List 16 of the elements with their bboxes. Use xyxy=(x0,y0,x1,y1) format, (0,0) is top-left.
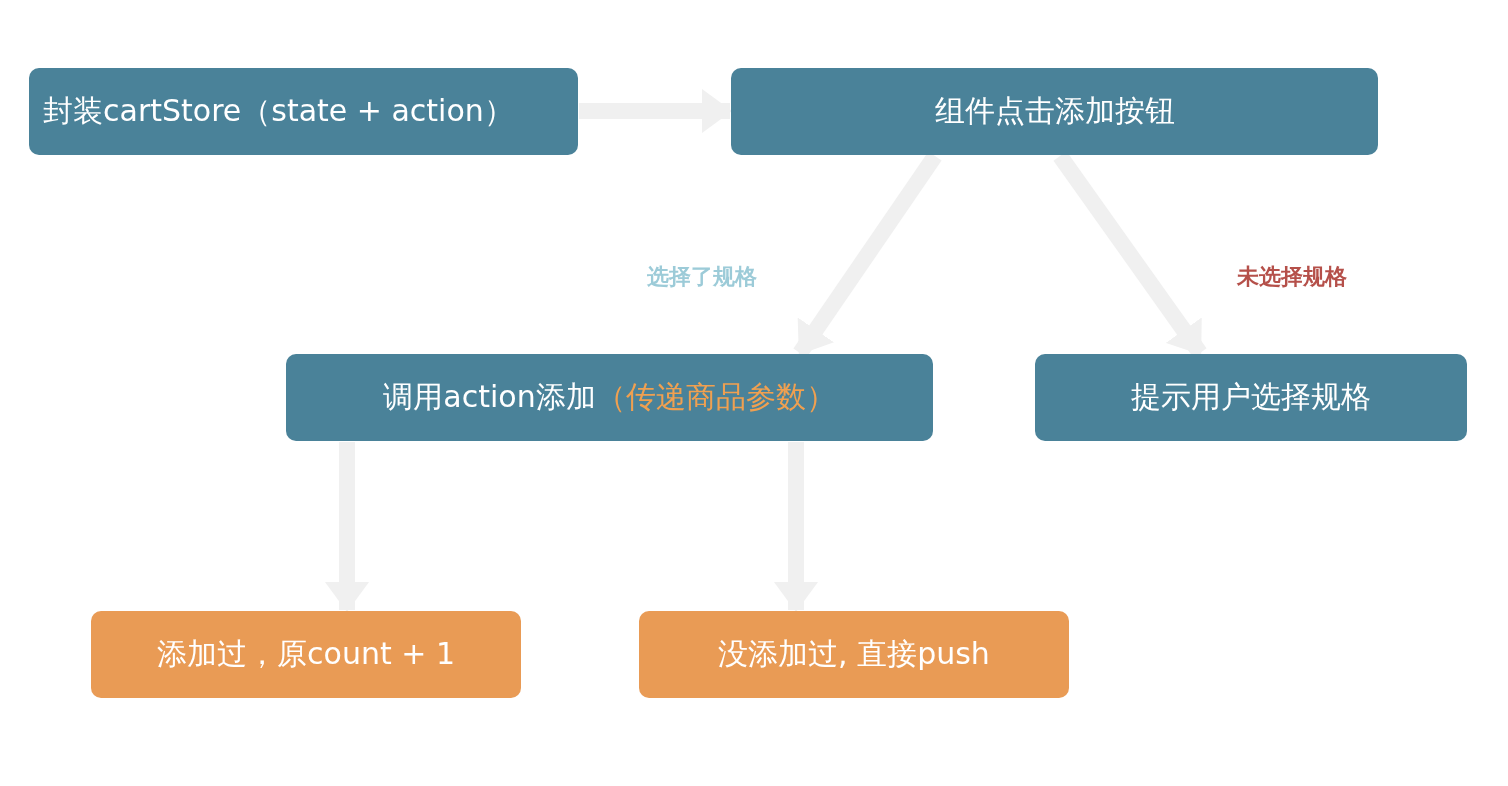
process-box xyxy=(731,68,1378,155)
block-arrow xyxy=(579,89,732,133)
result-box xyxy=(639,611,1069,698)
node-text: 提示用户选择规格 xyxy=(1131,378,1371,416)
node-text: 没添加过, 直接push xyxy=(718,635,990,673)
node-text: 添加过，原count + 1 xyxy=(157,635,455,673)
node-text: 组件点击添加按钮 xyxy=(934,92,1175,130)
process-box xyxy=(286,354,933,441)
node-text: 封装cartStore（state + action） xyxy=(43,92,514,130)
block-arrow xyxy=(325,442,369,612)
node-text: （传递商品参数） xyxy=(595,378,836,416)
node-text: 调用action添加 xyxy=(383,378,596,416)
block-arrow xyxy=(774,442,818,612)
result-box xyxy=(91,611,521,698)
process-box xyxy=(29,68,578,155)
process-box xyxy=(1035,354,1467,441)
